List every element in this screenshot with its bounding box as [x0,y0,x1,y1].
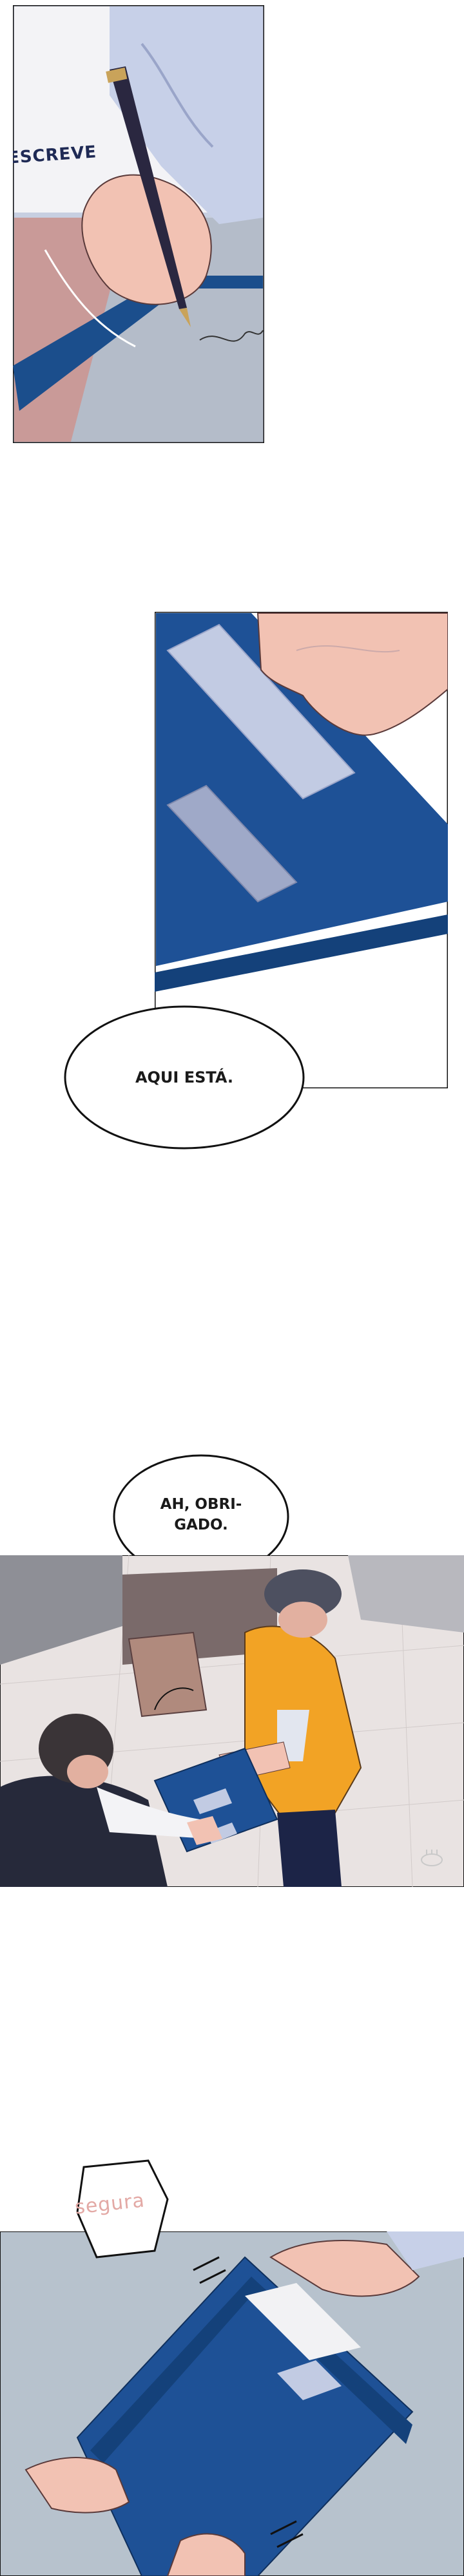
speech-obrigado-line2: GADO. [174,1517,228,1533]
panel-grab-clipboard [0,2231,464,2576]
panel-writing: ESCREVE [13,5,264,443]
sfx-segura-shape [76,2159,169,2259]
speech-bubble-aqui: AQUI ESTÁ. [62,1003,307,1151]
watermark-logo [419,1848,458,1868]
speech-aqui-esta: AQUI ESTÁ. [135,1068,234,1086]
panel-clipboard-handover [155,612,448,1088]
panel-grab-art [0,2231,464,2576]
watermark-icon [421,1850,443,1866]
speech-bubble-obrigado: AH, OBRI- GADO. [111,1449,291,1600]
panel-writing-art [13,5,264,443]
panel-clipboard-art [155,612,448,1088]
speech-obrigado-line1: AH, OBRI- [160,1496,242,1513]
panel-office-delivery [0,1555,464,1887]
speech-bubble-shape [64,1005,305,1150]
sfx-segura-bubble: segura [71,2154,174,2264]
panel-office-art [0,1555,464,1887]
